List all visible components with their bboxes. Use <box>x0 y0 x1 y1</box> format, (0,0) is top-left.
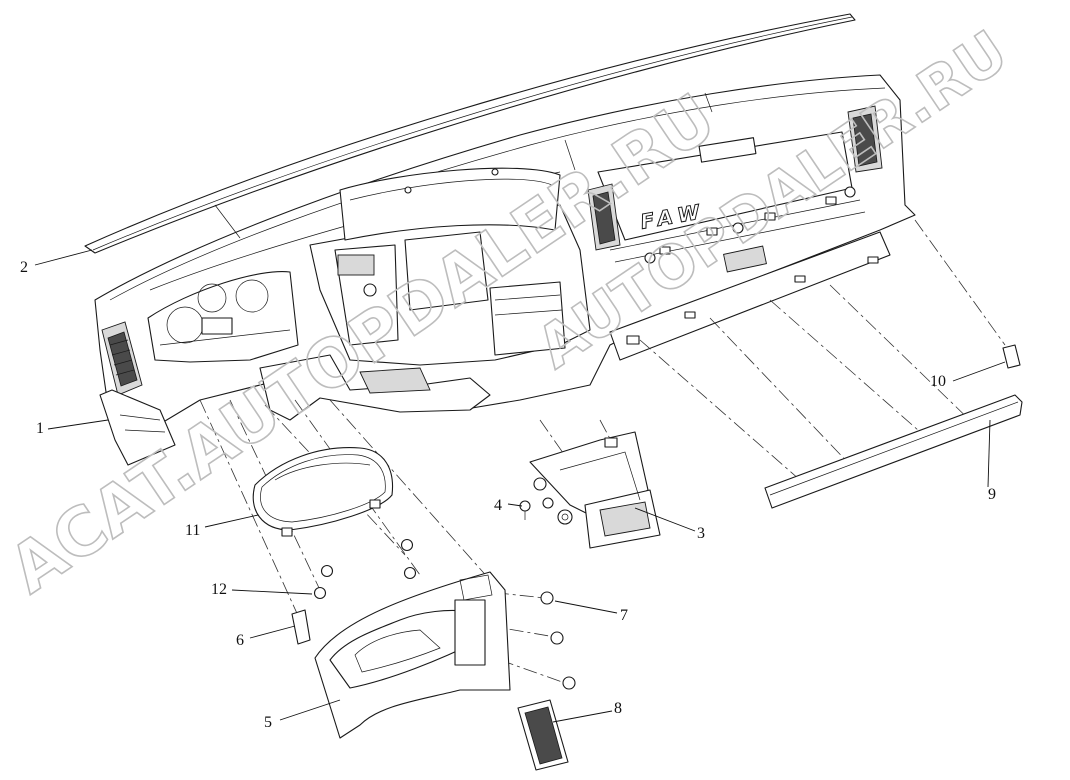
callout-3: 3 <box>697 525 705 542</box>
callout-4: 4 <box>494 497 502 514</box>
callout-10: 10 <box>930 373 946 390</box>
callout-1: 1 <box>36 420 44 437</box>
callout-6: 6 <box>236 632 244 649</box>
callout-12: 12 <box>211 581 227 598</box>
callout-9: 9 <box>988 486 996 503</box>
part-10-clip <box>1002 344 1021 369</box>
part-8-switch <box>517 699 569 771</box>
callout-7: 7 <box>620 607 628 624</box>
part-11-instrument-cluster <box>252 447 394 537</box>
center-right-air-vent <box>587 183 621 251</box>
part-6-clip <box>291 609 311 645</box>
part-4-fasteners <box>519 477 573 525</box>
callout-11: 11 <box>185 522 200 539</box>
callout-2: 2 <box>20 259 28 276</box>
part-12-nuts <box>313 538 417 600</box>
part-5-cluster-bezel <box>314 571 511 739</box>
callout-leader-lines <box>34 249 1006 723</box>
callout-5: 5 <box>264 714 272 731</box>
right-air-vent <box>847 105 883 173</box>
part-7-screws <box>540 591 576 690</box>
part-2-top-trim-strip <box>84 13 856 254</box>
callout-8: 8 <box>614 700 622 717</box>
dashboard-main-panel: FAW <box>94 74 916 466</box>
glovebox-panel: FAW <box>597 131 866 273</box>
part-3-bracket <box>529 431 661 549</box>
instrument-cluster-bay <box>147 270 299 363</box>
left-air-vent <box>101 321 143 396</box>
center-console-stack <box>309 167 591 366</box>
part-9-lower-trim <box>764 394 1023 509</box>
callout-labels: 1 2 3 4 5 6 7 8 9 10 11 12 <box>20 259 996 731</box>
